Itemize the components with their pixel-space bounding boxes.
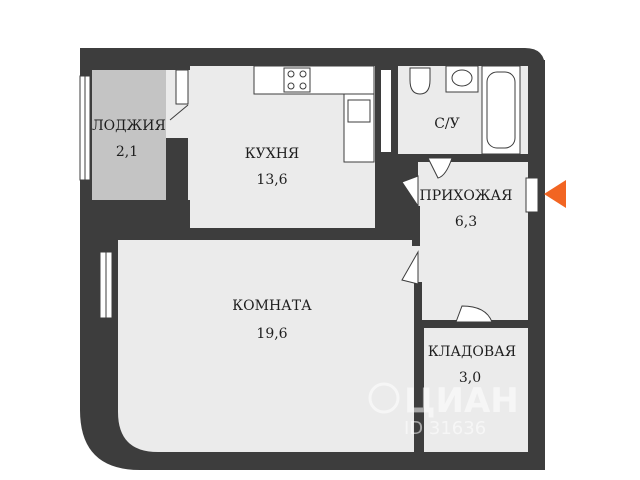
kitchen-sink [347, 99, 371, 123]
kitchen-counter [253, 65, 375, 95]
stove [283, 67, 311, 93]
room-area: 19,6 [256, 326, 287, 342]
room-label: КОМНАТА [232, 298, 312, 314]
wall-room-hall [414, 282, 422, 452]
loggia-door-line [169, 104, 189, 121]
wall-storage-top [416, 320, 528, 328]
hallway-label: ПРИХОЖАЯ [420, 188, 513, 204]
bathroom-door [427, 157, 453, 179]
storage-floor [424, 328, 528, 452]
bathtub-inner [486, 71, 516, 149]
loggia-area: 2,1 [116, 144, 138, 160]
stove-burner [299, 70, 307, 78]
arrow-left-icon [544, 180, 566, 208]
kitchen-area: 13,6 [256, 172, 287, 188]
hallway-floor [418, 160, 528, 322]
storage-area: 3,0 [459, 370, 481, 386]
watermark-logo-icon [368, 382, 400, 414]
stove-burner [287, 70, 295, 78]
wall-right-segment [528, 60, 545, 470]
wall-kitchen-left [166, 138, 188, 238]
watermark-id: ID 31636 [404, 418, 486, 439]
kitchen-door [401, 175, 419, 208]
toilet [409, 67, 431, 95]
watermark-logo: ЦИАН [404, 381, 519, 421]
wall-kitchen-room [186, 228, 420, 240]
room-door [401, 250, 419, 285]
hallway-area: 6,3 [455, 214, 477, 230]
room-floor [118, 240, 418, 452]
entrance-opening [525, 177, 539, 213]
kitchen-label: КУХНЯ [245, 146, 299, 162]
kitchen-window [175, 69, 189, 105]
loggia-label: ЛОДЖИЯ [92, 118, 166, 134]
loggia-floor [92, 70, 166, 200]
stove-burner [287, 82, 295, 90]
watermark: ЦИАН ID 31636 [368, 381, 519, 439]
bathroom-label: С/У [434, 116, 460, 132]
stove-burner [299, 82, 307, 90]
vent-shaft-inner [381, 70, 391, 152]
storage-label: КЛАДОВАЯ [428, 344, 516, 360]
wall-hall-left [412, 206, 420, 246]
wall-bath-hall [398, 154, 528, 162]
washbasin-bowl [451, 69, 473, 87]
storage-door [455, 305, 493, 323]
